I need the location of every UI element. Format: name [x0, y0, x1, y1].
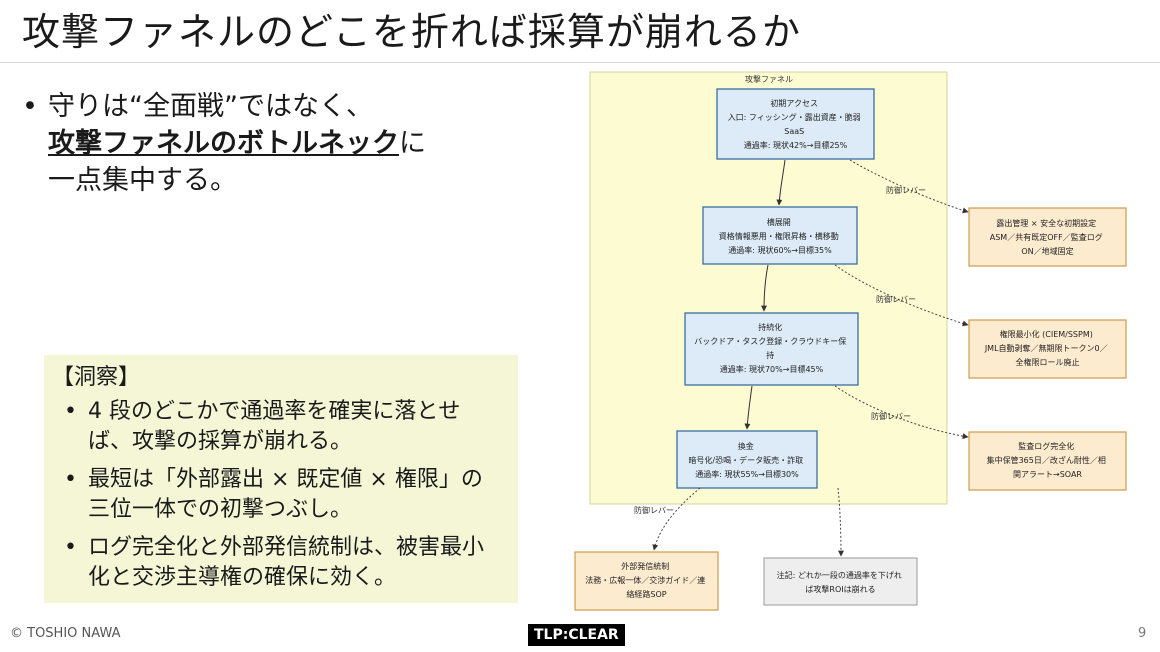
main-bullet-suffix: に — [399, 128, 426, 159]
note-edge — [837, 487, 844, 557]
svg-text:注記: どれか一段の通過率を下げれ ば攻撃ROI: 注記: どれか一段の通過率を下げれ ば攻撃ROIは崩れる — [777, 570, 905, 594]
svg-text:露出管理 × 安全な初期設定 ASM／共有既定O: 露出管理 × 安全な初期設定 ASM／共有既定OFF／監査ログ ON／地域固定 — [990, 218, 1106, 256]
stage-monetization: 換金 暗号化/恐喝・データ販売・詐取 通過率: 現状55%→目標30% — [676, 430, 818, 489]
lever-edge — [849, 159, 969, 214]
svg-text:外部発信統制 法務・広報一体／交渉ガイド／連: 外部発信統制 法務・広報一体／交渉ガイド／連 絡経路SOP — [585, 561, 708, 599]
svg-text:権限最小化 (CIEM/SSPM) JML自動剥: 権限最小化 (CIEM/SSPM) JML自動剥奪／無期限トークン0／ 全権限ロ… — [984, 329, 1110, 367]
main-bullet-text: 守りは“全面戦”ではなく、 攻撃ファネルのボトルネックに 一点集中する。 — [48, 88, 562, 199]
stage-arrow — [776, 159, 786, 206]
stage-persistence: 持続化 バックドア・タスク登録・クラウドキー保 持 通過率: 現状70%→目標4… — [684, 312, 859, 386]
funnel-container-label: 攻撃ファネル — [745, 74, 793, 84]
main-bullet-line1: 守りは“全面戦”ではなく、 — [48, 91, 373, 122]
lever-external-communication: 外部発信統制 法務・広報一体／交渉ガイド／連 絡経路SOP — [574, 551, 719, 611]
insight-item: •ログ完全化と外部発信統制は、被害最小化と交渉主導権の確保に効く。 — [64, 535, 485, 590]
diagram-note: 注記: どれか一段の通過率を下げれ ば攻撃ROIは崩れる — [763, 557, 918, 606]
copyright-text: © TOSHIO NAWA — [10, 626, 121, 641]
page-number: 9 — [1138, 626, 1147, 641]
title-divider — [0, 62, 1160, 63]
insight-item: •最短は「外部露出 × 既定値 × 権限」の三位一体での初撃つぶし。 — [64, 467, 483, 522]
lever-edge — [834, 264, 969, 327]
stage-arrow — [744, 385, 753, 430]
edge-label: 防御レバー — [886, 185, 926, 195]
insight-list: •4 段のどこかで通過率を確実に落とせば、攻撃の採算が崩れる。 •最短は「外部露… — [64, 397, 504, 601]
svg-text:監査ログ完全化 集中保管365日／改ざん耐性／相: 監査ログ完全化 集中保管365日／改ざん耐性／相 関アラート→SOAR — [987, 441, 1109, 479]
main-bullet-line3: 一点集中する。 — [48, 165, 237, 196]
stage-lateral-movement: 横展開 資格情報悪用・権限昇格・横移動 通過率: 現状60%→目標35% — [702, 206, 858, 265]
tlp-badge: TLP:CLEAR — [528, 624, 625, 646]
slide-title: 攻撃ファネルのどこを折れば採算が崩れるか — [22, 10, 801, 54]
insight-box: 【洞察】 •4 段のどこかで通過率を確実に落とせば、攻撃の採算が崩れる。 •最短… — [44, 355, 518, 603]
insight-heading: 【洞察】 — [52, 365, 141, 390]
lever-least-privilege: 権限最小化 (CIEM/SSPM) JML自動剥奪／無期限トークン0／ 全権限ロ… — [968, 319, 1127, 379]
main-bullet: • 守りは“全面戦”ではなく、 攻撃ファネルのボトルネックに 一点集中する。 — [22, 88, 562, 199]
svg-text:横展開 資格情報悪用・権限昇格・横移動: 横展開 資格情報悪用・権限昇格・横移動 通過率: 現状60%→目標35% — [719, 217, 842, 255]
main-bullet-emphasis: 攻撃ファネルのボトルネック — [48, 128, 399, 159]
stage-arrow — [761, 264, 769, 312]
edge-label: 防御レバー — [871, 411, 911, 421]
svg-text:持続化 バックドア・タスク登録・クラウドキー保: 持続化 バックドア・タスク登録・クラウドキー保 持 通過率: 現状70%→目標4… — [694, 322, 849, 374]
lever-audit-logging: 監査ログ完全化 集中保管365日／改ざん耐性／相 関アラート→SOAR — [968, 431, 1127, 491]
svg-text:初期アクセス 入口: フィッシング・露出資産・脆: 初期アクセス 入口: フィッシング・露出資産・脆弱 SaaS 通過率: 現状42… — [728, 98, 864, 150]
svg-text:換金 暗号化/恐喝・データ販売・詐取: 換金 暗号化/恐喝・データ販売・詐取 通過率: 現状55%→目標30% — [688, 441, 805, 479]
edge-label: 防御レバー — [634, 505, 674, 515]
lever-exposure-management: 露出管理 × 安全な初期設定 ASM／共有既定OFF／監査ログ ON／地域固定 — [968, 207, 1127, 267]
stage-initial-access: 初期アクセス 入口: フィッシング・露出資産・脆弱 SaaS 通過率: 現状42… — [716, 88, 875, 160]
edge-label: 防御レバー — [876, 294, 916, 304]
insight-item: •4 段のどこかで通過率を確実に落とせば、攻撃の採算が崩れる。 — [64, 399, 461, 454]
bullet-dot: • — [22, 91, 38, 122]
